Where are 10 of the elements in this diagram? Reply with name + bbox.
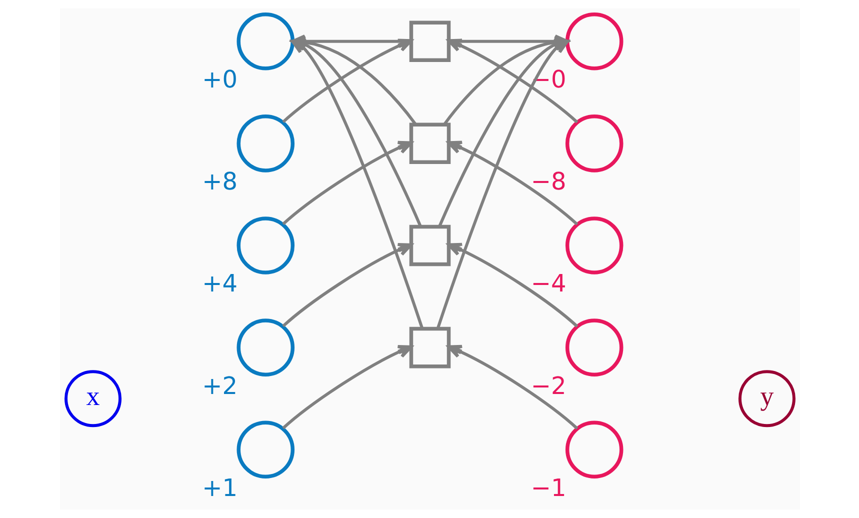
node-label: +1 [202,474,238,502]
node-label: −2 [530,372,566,400]
node-label: +0 [202,66,238,94]
node-label: +4 [202,270,238,298]
node-label: −8 [530,168,566,196]
node-label: +8 [202,168,238,196]
node-label: −4 [530,270,566,298]
node-label: +2 [202,372,238,400]
node-label: −0 [530,66,566,94]
node-label: −1 [530,474,566,502]
